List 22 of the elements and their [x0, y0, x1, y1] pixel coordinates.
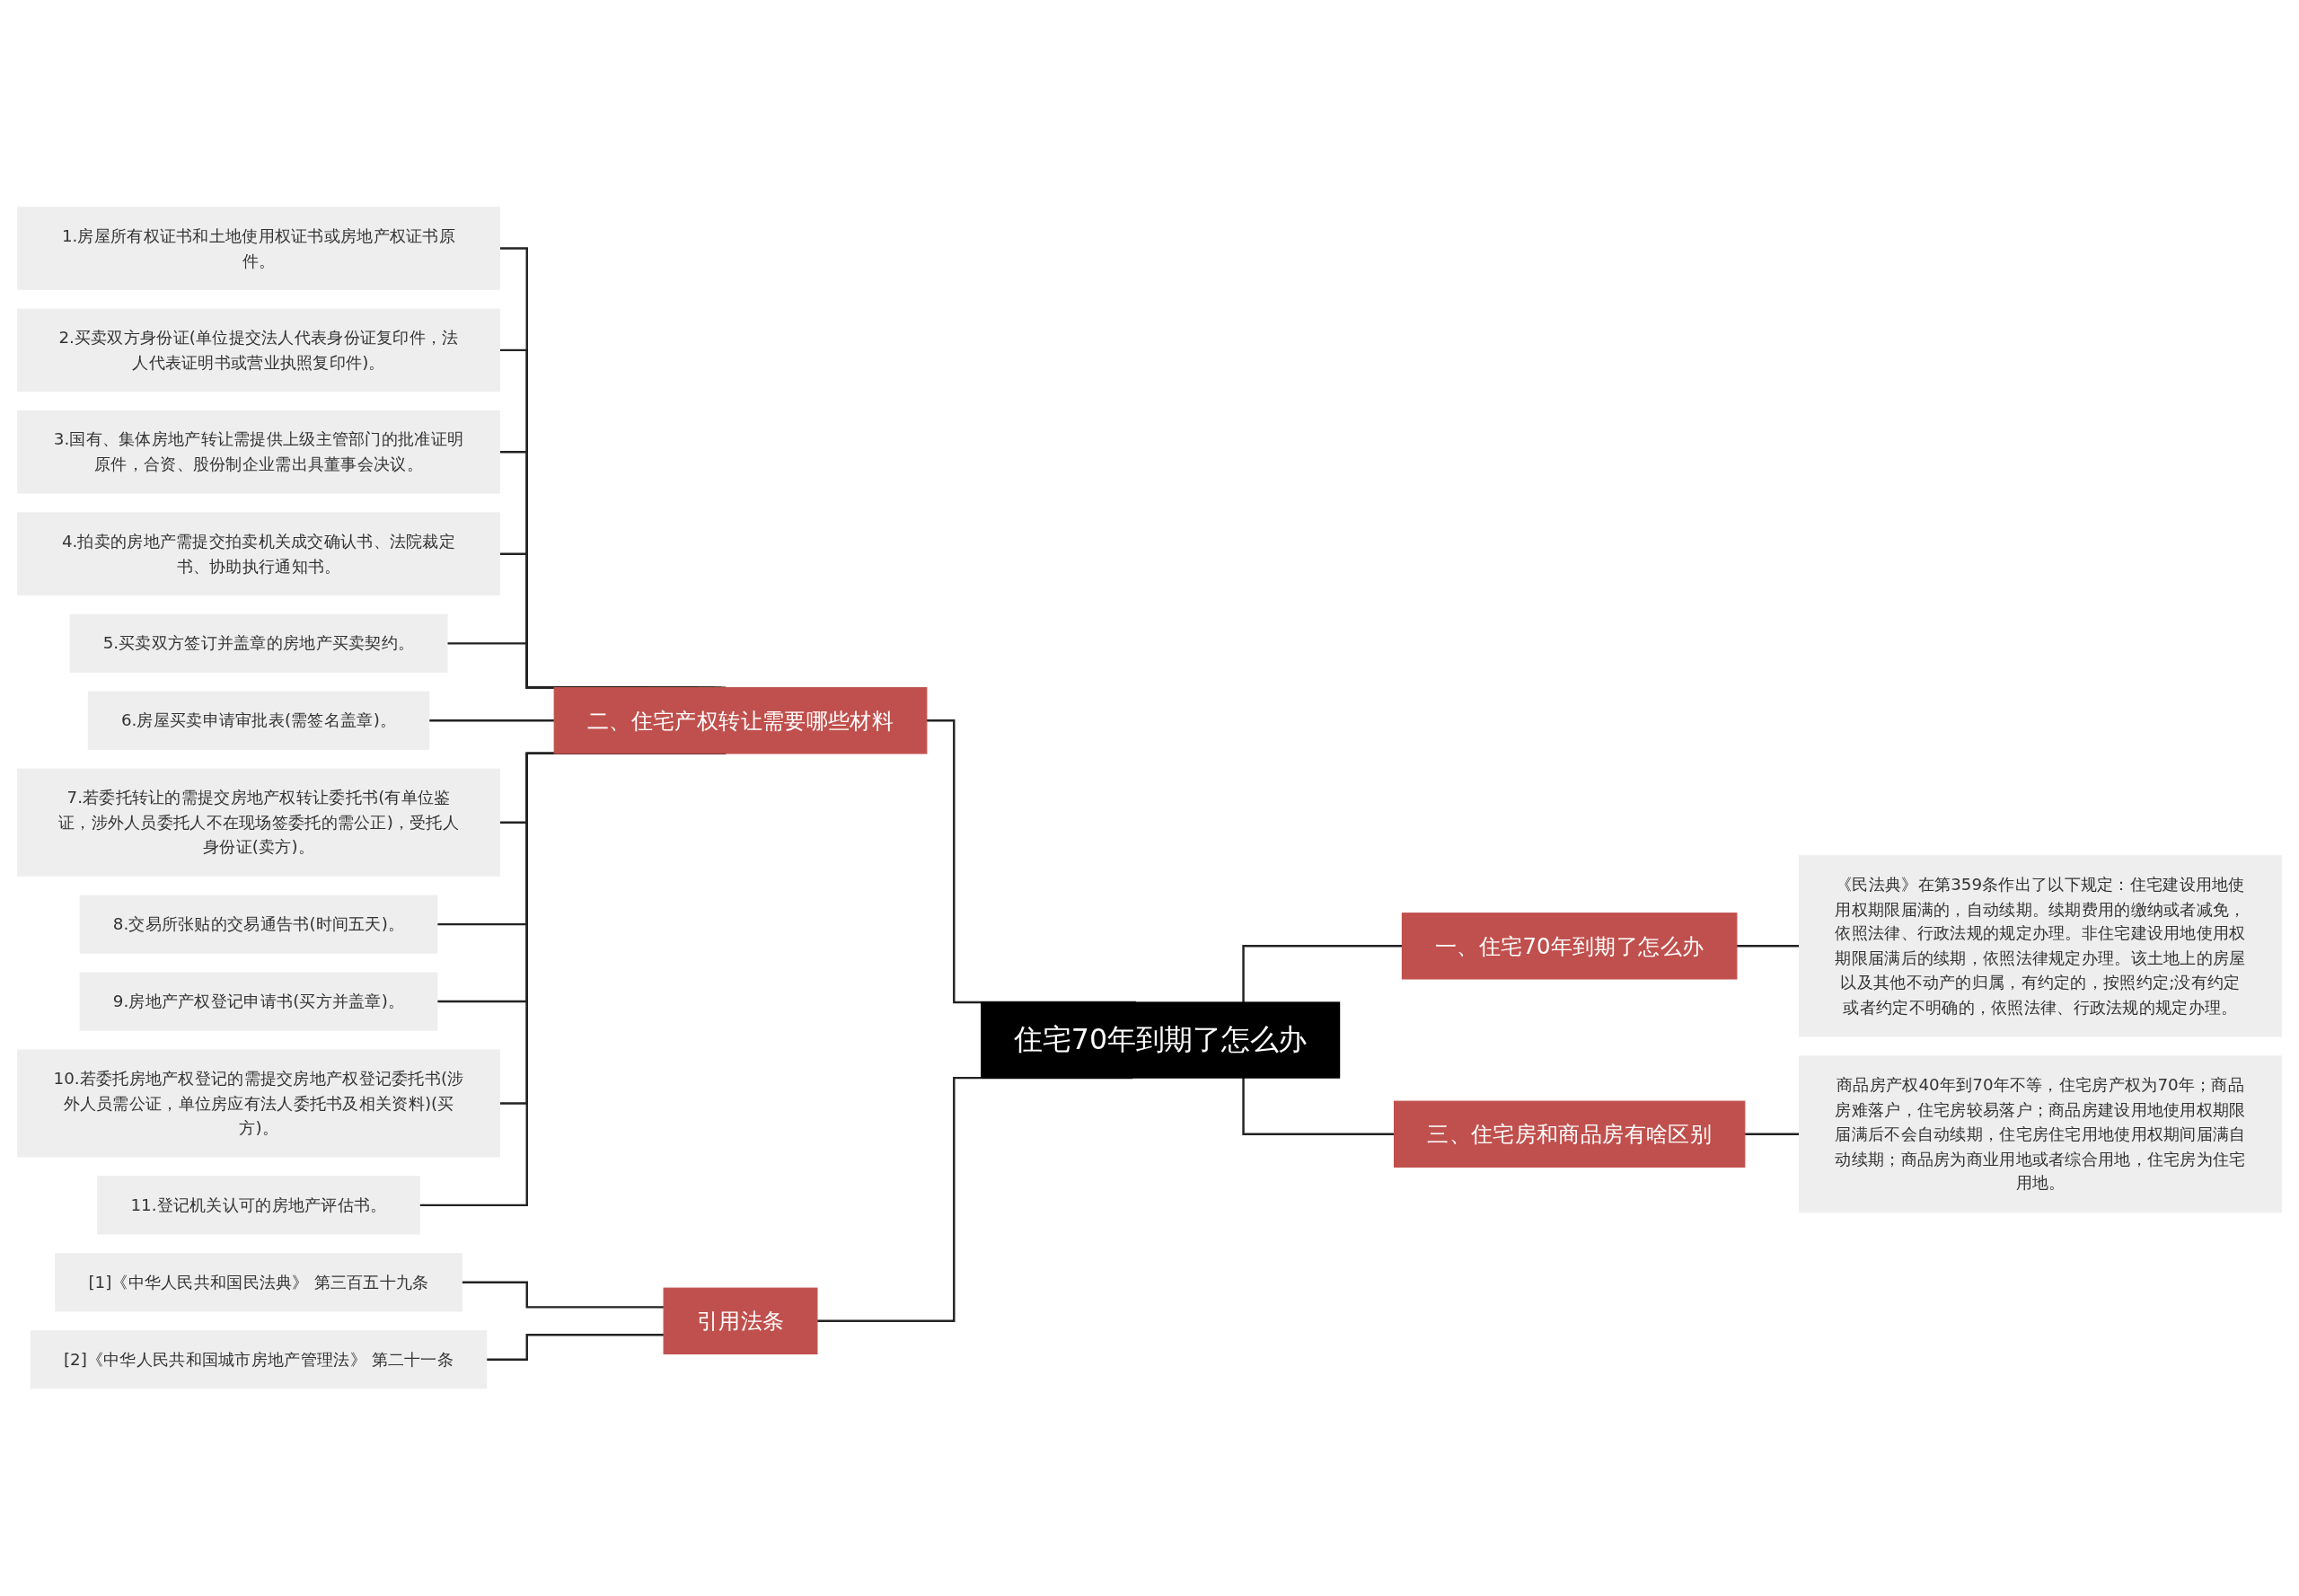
- node-box: 11.登记机关认可的房地产评估书。: [97, 1176, 420, 1235]
- node-box: 三、住宅房和商品房有啥区别: [1393, 1100, 1746, 1168]
- node-box: [2]《中华人民共和国城市房地产管理法》 第二十一条: [30, 1330, 488, 1389]
- node-box: 6.房屋买卖申请审批表(需签名盖章)。: [87, 691, 430, 751]
- node-box: 1.房屋所有权证书和土地使用权证书或房地产权证书原件。: [17, 207, 500, 291]
- connector: [1242, 1078, 1395, 1136]
- node-box: 2.买卖双方身份证(单位提交法人代表身份证复印件，法人代表证明书或营业执照复印件)。: [17, 308, 500, 392]
- node-box: 8.交易所张贴的交易通告书(时间五天)。: [79, 895, 438, 954]
- node-box: 4.拍卖的房地产需提交拍卖机关成交确认书、法院裁定书、协助执行通知书。: [17, 512, 500, 596]
- node-box: 一、住宅70年到期了怎么办: [1401, 913, 1738, 980]
- node-box: 9.房地产产权登记申请书(买方并盖章)。: [79, 972, 438, 1031]
- node-box: 7.若委托转让的需提交房地产权转让委托书(有单位鉴证，涉外人员委托人不在现场签委托的需公正)，受托人身份证(卖方)。: [17, 768, 500, 877]
- node-box: 《民法典》在第359条作出了以下规定：住宅建设用地使用权期限届满的，自动续期。续期费用的缴纳或者减免，依照法律、行政法规的规定办理。非住宅建设用地使用权期限届满后的续期，依照法律规定办理。该土地上的房屋以及其他不动产的归属，有约定的，按照约定;没有约定或者约定不明确的，依照法律、行政法规的规定办理。: [1799, 855, 2282, 1037]
- node-box: 10.若委托房地产权登记的需提交房地产权登记委托书(涉外人员需公证，单位房应有法人委托书及相关资料)(买方)。: [17, 1049, 500, 1158]
- node-box: 二、住宅产权转让需要哪些材料: [553, 687, 928, 754]
- node-box: 5.买卖双方签订并盖章的房地产买卖契约。: [69, 613, 448, 674]
- node-box: 引用法条: [663, 1287, 818, 1355]
- node-box: 3.国有、集体房地产转让需提供上级主管部门的批准证明原件，合资、股份制企业需出具董事会决议。: [17, 410, 500, 494]
- connector: [1242, 945, 1403, 1003]
- node-box: [1]《中华人民共和国民法典》 第三百五十九条: [55, 1253, 462, 1312]
- node-box: 商品房产权40年到70年不等，住宅房产权为70年；商品房难落户，住宅房较易落户；商品房建设用地使用权期限届满后不会自动续期，住宅房住宅用地使用权期间届满自动续期；商品房为商业用地或者综合用地，住宅房为住宅用地。: [1799, 1055, 2282, 1213]
- node-box: 住宅70年到期了怎么办: [981, 1001, 1341, 1079]
